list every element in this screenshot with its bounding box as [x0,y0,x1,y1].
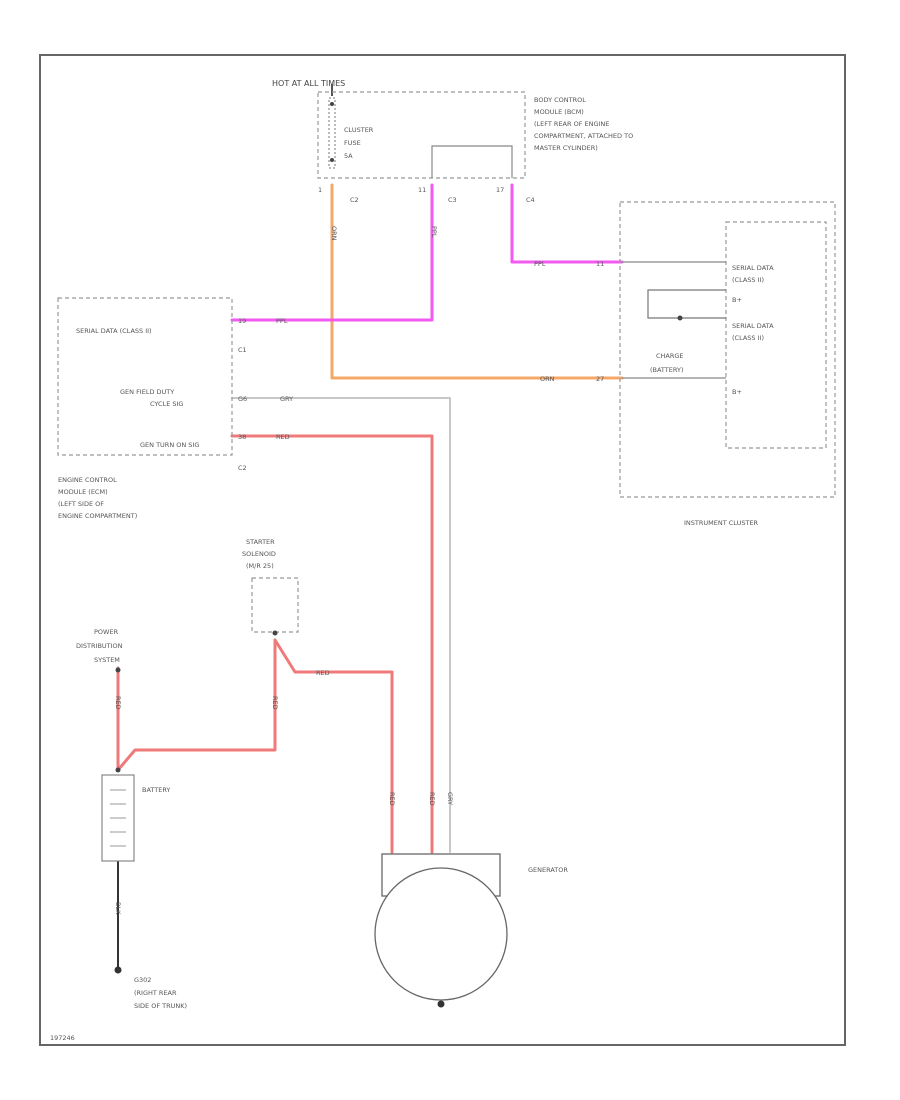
ecm-genfield-label-2: CYCLE SIG [150,400,183,408]
wire-code-orn-2: ORN [540,375,555,383]
ic-bplus-label: B+ [732,296,742,304]
bcm-connector-c3: C3 [448,196,457,204]
wire-code-gry-2: GRY [446,792,454,805]
red-wire-starter [116,638,277,772]
ecm-pin-genfield: G6 [238,395,247,403]
starter-label-1: STARTER [246,538,275,546]
bcm-box [317,91,526,179]
cluster-fuse-label-2: FUSE [344,139,361,147]
bcm-label-2: MODULE (BCM) [534,108,584,116]
pds-label-3: SYSTEM [94,656,120,664]
wire-code-gry: GRY [280,395,293,403]
wire-code-red-2: RED [316,669,330,677]
cluster-fuse-label-1: CLUSTER [344,126,374,134]
battery-label: BATTERY [142,786,170,794]
ecm-name-3: (LEFT SIDE OF [58,500,104,508]
diagram-frame [39,54,846,1046]
ground-label-2: (RIGHT REAR [134,989,177,997]
wire-code-ppl-3: PPL [276,317,288,325]
pds-terminal [115,667,121,673]
starter-terminal [272,630,278,636]
bcm-label-5: MASTER CYLINDER) [534,144,598,152]
starter-label-3: (M/R 25) [246,562,274,570]
ecm-serial-data-label: SERIAL DATA (CLASS II) [76,327,152,335]
bcm-label-4: COMPARTMENT, ATTACHED TO [534,132,633,140]
ic-serial2-label-2: (CLASS II) [732,334,764,342]
ic-serial1-label-1: SERIAL DATA [732,264,774,272]
red-wire-genturn [230,434,434,854]
pink-wire-ecm [230,183,434,322]
ecm-connector-c1: C1 [238,346,247,354]
pink-wire-cluster [510,183,624,264]
wire-code-red-6: RED [428,792,436,806]
ic-name: INSTRUMENT CLUSTER [684,519,759,527]
wire-code-orn-1: ORN [330,226,338,241]
ic-charge-label-1: CHARGE [656,352,684,360]
generator-ground-icon [437,1000,445,1008]
ground-label-3: SIDE OF TRUNK) [134,1002,187,1010]
ecm-name-4: ENGINE COMPARTMENT) [58,512,137,520]
figure-number: 197246 [50,1034,75,1042]
starter-label-2: SOLENOID [242,550,276,558]
ic-bplus2-label: B+ [732,388,742,396]
gray-wire-genfield [231,397,451,853]
bcm-pin-c4: 17 [496,186,504,194]
ic-serial2-label-1: SERIAL DATA [732,322,774,330]
wire-code-blk: BLK [114,902,122,915]
bcm-connector-c4: C4 [526,196,535,204]
ecm-genturn-label: GEN TURN ON SIG [140,441,199,449]
pds-label-2: DISTRIBUTION [76,642,123,650]
ic-internal-loop [647,289,726,319]
fuse-terminal-bottom [330,158,334,162]
generator-label: GENERATOR [528,866,568,874]
ecm-box [57,297,233,456]
pds-label-1: POWER [94,628,119,636]
battery-symbol [101,774,135,862]
generator-symbol [374,867,508,1001]
orange-wire [330,183,624,380]
ecm-genfield-label-1: GEN FIELD DUTY [120,388,174,396]
hot-at-all-times-label: HOT AT ALL TIMES [272,79,345,88]
wire-code-ppl-2: PPL [534,260,546,268]
red-wire-generator [273,638,394,854]
fuse-terminal-top [330,102,334,106]
ecm-pin-serial: 19 [238,317,246,325]
cluster-fuse-label-3: 5A [344,152,353,160]
wire-code-red-3: RED [114,696,122,710]
battery-positive-terminal [115,767,121,773]
starter-solenoid-box [251,577,299,633]
ic-splice-dot [677,315,683,321]
ic-pin-serial: 11 [596,260,604,268]
ic-serial1-label-2: (CLASS II) [732,276,764,284]
ic-charge-label-2: (BATTERY) [650,366,683,374]
bcm-internal-link [431,145,513,178]
fuse-icon [328,97,336,169]
wire-code-red-4: RED [271,696,279,710]
ground-icon [114,966,122,974]
ecm-name-2: MODULE (ECM) [58,488,108,496]
ecm-name-1: ENGINE CONTROL [58,476,117,484]
ecm-connector-c2: C2 [238,464,247,472]
bcm-pin-c3: 11 [418,186,426,194]
bcm-label-1: BODY CONTROL [534,96,586,104]
bcm-pin-c2: 1 [318,186,322,194]
ic-pin-charge: 27 [596,375,604,383]
instrument-cluster-box [619,201,836,498]
instrument-cluster-inner-box [725,221,827,449]
wire-code-red-1: RED [276,433,290,441]
wire-code-ppl-1: PPL [430,226,438,238]
wire-code-red-5: RED [388,792,396,806]
bcm-connector-c2: C2 [350,196,359,204]
ground-label-1: G302 [134,976,151,984]
bcm-label-3: (LEFT REAR OF ENGINE [534,120,609,128]
ecm-pin-genturn: 38 [238,433,246,441]
